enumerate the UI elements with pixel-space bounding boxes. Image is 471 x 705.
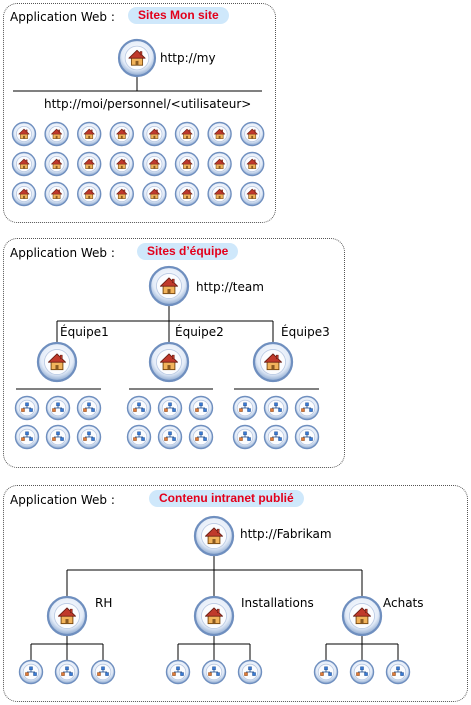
house-icon bbox=[240, 121, 265, 147]
app-label: Application Web : bbox=[10, 246, 115, 260]
section-badge: Sites d’équipe bbox=[137, 243, 239, 260]
house-icon bbox=[142, 121, 167, 147]
house-icon bbox=[207, 151, 232, 177]
house-icon bbox=[148, 341, 190, 383]
house-icon bbox=[109, 151, 134, 177]
personal-url: http://moi/personnel/<utilisateur> bbox=[44, 97, 252, 111]
house-icon bbox=[142, 181, 167, 207]
house-icon bbox=[341, 595, 383, 637]
house-icon bbox=[240, 151, 265, 177]
house-icon bbox=[109, 181, 134, 207]
sitemap-icon bbox=[201, 659, 227, 685]
sitemap-icon bbox=[76, 424, 102, 450]
sitemap-icon bbox=[165, 659, 191, 685]
sitemap-icon bbox=[126, 395, 152, 421]
sitemap-icon bbox=[237, 659, 263, 685]
sitemap-icon bbox=[54, 659, 80, 685]
sitemap-icon bbox=[188, 395, 214, 421]
sitemap-icon bbox=[188, 424, 214, 450]
house-icon bbox=[240, 181, 265, 207]
house-icon bbox=[148, 265, 190, 307]
sitemap-icon bbox=[14, 424, 40, 450]
house-icon bbox=[77, 121, 102, 147]
sitemap-icon bbox=[232, 424, 258, 450]
team-label-2: Équipe2 bbox=[175, 325, 224, 339]
sitemap-icon bbox=[76, 395, 102, 421]
section-badge: Contenu intranet publié bbox=[149, 490, 304, 507]
house-icon bbox=[193, 595, 235, 637]
app-label: Application Web : bbox=[10, 10, 115, 24]
house-icon bbox=[174, 181, 200, 207]
sitemap-icon bbox=[385, 659, 411, 685]
sitemap-icon bbox=[349, 659, 375, 685]
department-label-2: Installations bbox=[241, 596, 314, 610]
sitemap-icon bbox=[294, 395, 320, 421]
sitemap-icon bbox=[263, 424, 289, 450]
department-label-1: RH bbox=[95, 596, 113, 610]
house-icon bbox=[11, 181, 37, 207]
house-icon bbox=[174, 151, 200, 177]
team-label-3: Équipe3 bbox=[281, 325, 330, 339]
house-icon bbox=[142, 151, 167, 177]
house-icon bbox=[252, 341, 294, 383]
sitemap-icon bbox=[126, 424, 152, 450]
root-url: http://Fabrikam bbox=[240, 527, 332, 541]
sitemap-icon bbox=[263, 395, 289, 421]
house-icon bbox=[77, 151, 102, 177]
house-icon bbox=[46, 595, 88, 637]
house-icon bbox=[11, 121, 37, 147]
root-url: http://my bbox=[160, 51, 216, 65]
sitemap-icon bbox=[14, 395, 40, 421]
house-icon bbox=[174, 121, 200, 147]
sitemap-icon bbox=[45, 424, 71, 450]
sitemap-icon bbox=[45, 395, 71, 421]
department-label-3: Achats bbox=[383, 596, 424, 610]
sitemap-icon bbox=[18, 659, 44, 685]
house-icon bbox=[44, 181, 69, 207]
house-icon bbox=[77, 181, 102, 207]
house-icon bbox=[193, 515, 235, 557]
team-label-1: Équipe1 bbox=[60, 325, 109, 339]
house-icon bbox=[44, 151, 69, 177]
house-icon bbox=[207, 121, 232, 147]
sitemap-icon bbox=[313, 659, 339, 685]
house-icon bbox=[44, 121, 69, 147]
house-icon bbox=[11, 151, 37, 177]
root-url: http://team bbox=[196, 280, 264, 294]
sitemap-icon bbox=[157, 424, 183, 450]
house-icon bbox=[117, 38, 157, 78]
sitemap-icon bbox=[232, 395, 258, 421]
sitemap-icon bbox=[157, 395, 183, 421]
house-icon bbox=[109, 121, 134, 147]
sitemap-icon bbox=[294, 424, 320, 450]
app-label: Application Web : bbox=[10, 493, 115, 507]
house-icon bbox=[36, 341, 78, 383]
section-badge: Sites Mon site bbox=[128, 7, 229, 24]
sitemap-icon bbox=[90, 659, 116, 685]
house-icon bbox=[207, 181, 232, 207]
